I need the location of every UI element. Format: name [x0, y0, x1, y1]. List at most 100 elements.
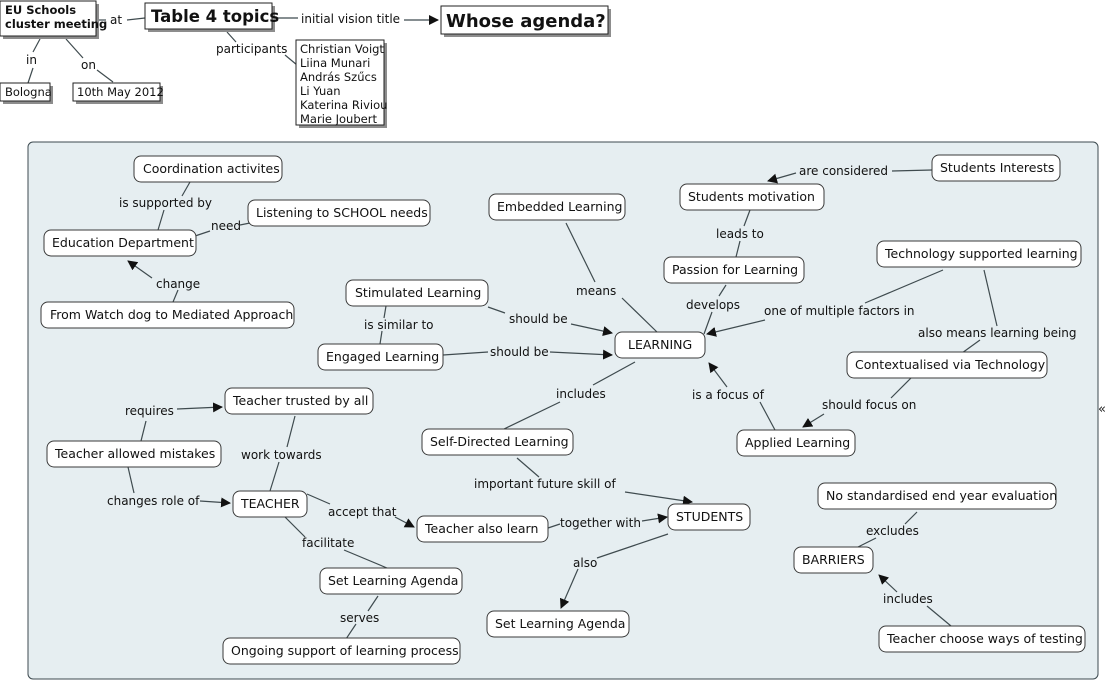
- node-label: Applied Learning: [745, 435, 850, 450]
- node-label: Teacher trusted by all: [232, 393, 368, 408]
- node-label: Contextualised via Technology: [855, 357, 1046, 372]
- date-node[interactable]: 10th May 2012: [72, 82, 164, 104]
- link-label-participants: participants: [216, 42, 287, 56]
- node-teacher-choose[interactable]: Teacher choose ways of testing: [878, 625, 1086, 653]
- link-label: is supported by: [119, 196, 212, 210]
- whose-agenda-node[interactable]: Whose agenda?: [440, 5, 611, 37]
- node-label: Set Learning Agenda: [495, 616, 625, 631]
- link-label: important future skill of: [474, 477, 616, 491]
- node-education-department[interactable]: Education Department: [43, 229, 197, 257]
- participants-node[interactable]: Christian Voigt Liina Munari András Szűc…: [295, 39, 387, 128]
- node-embedded-learning[interactable]: Embedded Learning: [488, 193, 626, 221]
- node-coordination[interactable]: Coordination activites: [133, 155, 283, 183]
- node-label: Engaged Learning: [326, 349, 439, 364]
- participant-name: Liina Munari: [300, 56, 370, 70]
- link-label: includes: [883, 592, 933, 606]
- link-label: one of multiple factors in: [764, 304, 915, 318]
- node-label: Ongoing support of learning process: [231, 643, 459, 658]
- whose-agenda-label: Whose agenda?: [446, 11, 606, 32]
- node-label: Teacher also learn: [424, 521, 538, 536]
- link-label-initial-vision-title: initial vision title: [301, 12, 400, 26]
- table-topics-label: Table 4 topics: [151, 7, 279, 26]
- node-barriers[interactable]: BARRIERS: [793, 546, 874, 574]
- node-label: Students Interests: [940, 160, 1054, 175]
- node-label: Listening to SCHOOL needs: [256, 205, 428, 220]
- participant-name: Katerina Riviou: [300, 98, 387, 112]
- node-label: LEARNING: [628, 337, 692, 352]
- header-links: [27, 15, 439, 84]
- link-label: should be: [509, 312, 568, 326]
- node-students-interests[interactable]: Students Interests: [931, 154, 1061, 182]
- node-teacher-mistakes[interactable]: Teacher allowed mistakes: [46, 440, 222, 468]
- link-label: is a focus of: [692, 388, 765, 402]
- node-label: Teacher choose ways of testing: [886, 631, 1083, 646]
- link-label: accept that: [328, 505, 397, 519]
- collapse-panel-button[interactable]: «: [1098, 402, 1106, 417]
- node-no-standardised[interactable]: No standardised end year evaluation: [817, 482, 1057, 510]
- link-label: includes: [556, 387, 606, 401]
- link-label: change: [156, 277, 200, 291]
- node-label: Self-Directed Learning: [430, 434, 569, 449]
- node-label: BARRIERS: [802, 552, 865, 567]
- node-technology-supported[interactable]: Technology supported learning: [876, 240, 1082, 268]
- link-label: serves: [340, 611, 379, 625]
- node-set-agenda-students[interactable]: Set Learning Agenda: [486, 610, 630, 638]
- node-learning[interactable]: LEARNING: [614, 331, 706, 359]
- node-watch-dog[interactable]: From Watch dog to Mediated Approach: [40, 301, 295, 329]
- location-node[interactable]: Bologna: [0, 82, 53, 104]
- node-teacher-also-learn[interactable]: Teacher also learn: [416, 515, 549, 543]
- link-label-at: at: [110, 13, 122, 27]
- meeting-line-1: EU Schools: [5, 3, 76, 17]
- link-label: is similar to: [364, 318, 434, 332]
- link-label: should focus on: [822, 398, 916, 412]
- header-link-labels: at in on participants initial vision tit…: [26, 12, 400, 72]
- link-label: should be: [490, 345, 549, 359]
- node-teacher[interactable]: TEACHER: [232, 490, 308, 518]
- node-contextualised[interactable]: Contextualised via Technology: [846, 351, 1048, 379]
- link-label: are considered: [799, 164, 888, 178]
- table-topics-node[interactable]: Table 4 topics: [144, 2, 279, 32]
- concept-links: [127, 169, 998, 640]
- participant-name: Christian Voigt: [300, 42, 384, 56]
- node-stimulated-learning[interactable]: Stimulated Learning: [345, 279, 489, 307]
- node-label: Coordination activites: [143, 161, 280, 176]
- node-students-motivation[interactable]: Students motivation: [679, 183, 825, 211]
- link-label: facilitate: [302, 536, 354, 550]
- link-label: requires: [125, 404, 174, 418]
- node-label: Passion for Learning: [672, 262, 798, 277]
- node-label: Teacher allowed mistakes: [54, 446, 215, 461]
- node-label: No standardised end year evaluation: [826, 488, 1057, 503]
- node-engaged-learning[interactable]: Engaged Learning: [317, 343, 444, 371]
- node-students[interactable]: STUDENTS: [667, 503, 751, 531]
- participant-name: Li Yuan: [300, 84, 341, 98]
- node-passion-for-learning[interactable]: Passion for Learning: [663, 256, 805, 284]
- link-label: means: [576, 284, 616, 298]
- link-label-in: in: [26, 53, 37, 67]
- participant-name: András Szűcs: [300, 70, 377, 84]
- link-label: develops: [686, 298, 740, 312]
- meeting-node[interactable]: EU Schools cluster meeting: [0, 0, 107, 39]
- node-label: Stimulated Learning: [355, 285, 481, 300]
- node-listening-school-needs[interactable]: Listening to SCHOOL needs: [247, 199, 431, 227]
- node-label: TEACHER: [240, 496, 300, 511]
- participant-name: Marie Joubert: [300, 112, 377, 126]
- link-label: also: [573, 556, 597, 570]
- link-label: changes role of: [107, 494, 200, 508]
- node-applied-learning[interactable]: Applied Learning: [736, 429, 856, 457]
- link-label: together with: [560, 516, 641, 530]
- node-set-agenda-teacher[interactable]: Set Learning Agenda: [319, 567, 463, 595]
- node-ongoing-support[interactable]: Ongoing support of learning process: [222, 637, 461, 665]
- node-label: Embedded Learning: [497, 199, 622, 214]
- link-label: work towards: [241, 448, 322, 462]
- node-label: Set Learning Agenda: [328, 573, 458, 588]
- node-label: Technology supported learning: [884, 246, 1078, 261]
- node-label: Students motivation: [688, 189, 815, 204]
- node-label: STUDENTS: [676, 509, 743, 524]
- node-label: Education Department: [52, 235, 194, 250]
- node-self-directed-learning[interactable]: Self-Directed Learning: [421, 428, 574, 456]
- node-label: From Watch dog to Mediated Approach: [50, 307, 293, 322]
- node-teacher-trusted[interactable]: Teacher trusted by all: [224, 387, 374, 415]
- link-label: excludes: [866, 524, 919, 538]
- meeting-line-2: cluster meeting: [5, 17, 107, 31]
